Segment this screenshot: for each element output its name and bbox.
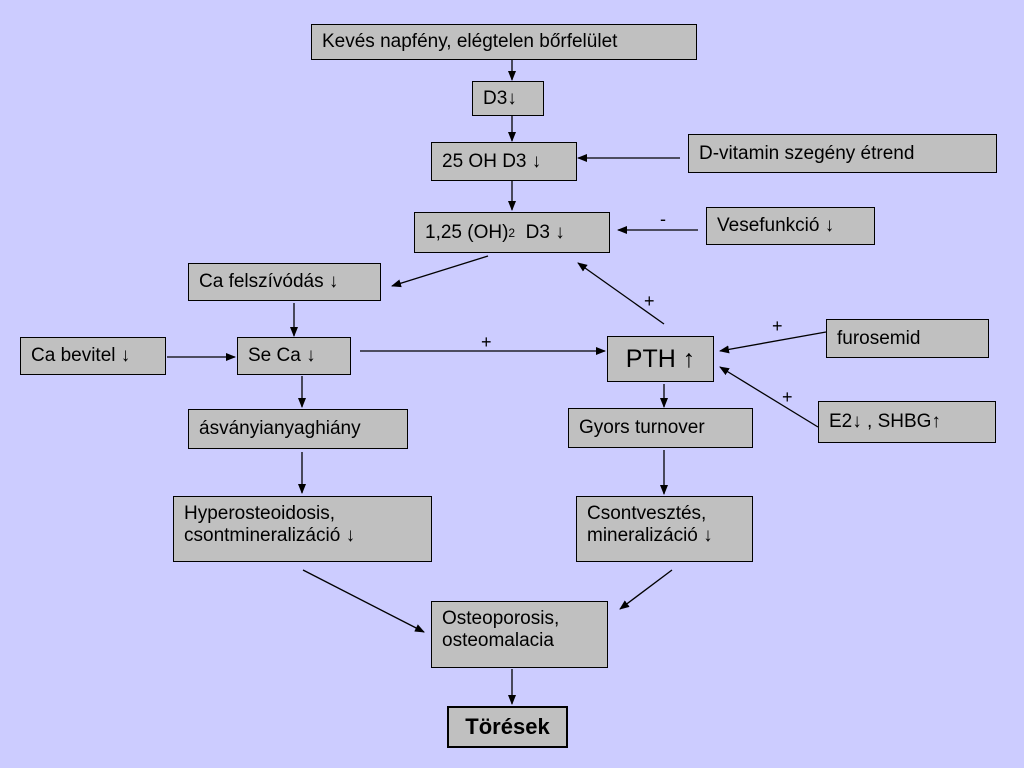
node-furosemid: furosemid <box>826 319 989 358</box>
node-e2-shbg: E2↓ , SHBG↑ <box>818 401 996 443</box>
node-1-25-oh2-d3-suffix: D3 ↓ <box>515 221 565 243</box>
node-1-25-oh2-d3: 1,25 (OH)2 D3 ↓ <box>414 212 610 253</box>
node-diet: D-vitamin szegény étrend <box>688 134 997 173</box>
node-hyperosteoidosis-line-1: Hyperosteoidosis, <box>184 503 336 524</box>
arrow-furosemid-to-pth <box>719 331 827 354</box>
node-ca-absorption: Ca felszívódás ↓ <box>188 263 381 301</box>
node-se-ca: Se Ca ↓ <box>237 337 351 375</box>
label-furosemid-stimulates: + <box>772 316 783 336</box>
label-pth-stimulates: + <box>644 291 655 311</box>
node-d3: D3↓ <box>472 81 544 116</box>
arrow-pth-to-oh2d3 <box>577 262 665 325</box>
arrow-oh2d3-to-ca-absorption <box>391 255 489 288</box>
node-pth: PTH ↑ <box>607 336 714 382</box>
node-sunlight: Kevés napfény, elégtelen bőrfelület <box>311 24 697 60</box>
node-fast-turnover: Gyors turnover <box>568 408 753 448</box>
node-kidney: Vesefunkció ↓ <box>706 207 875 245</box>
arrow-hyperosteoidosis-to-osteoporosis <box>302 569 425 633</box>
node-hyperosteoidosis: Hyperosteoidosis, csontmineralizáció ↓ <box>173 496 432 562</box>
node-25-oh-d3: 25 OH D3 ↓ <box>431 142 577 181</box>
label-e2-stimulates: + <box>782 387 793 407</box>
node-ca-intake: Ca bevitel ↓ <box>20 337 166 375</box>
node-osteoporosis-line-1: Osteoporosis, <box>442 608 560 629</box>
node-hyperosteoidosis-line-2: csontmineralizáció ↓ <box>184 525 356 546</box>
node-fractures: Törések <box>447 706 568 748</box>
node-osteoporosis-line-2: osteomalacia <box>442 630 554 651</box>
label-kidney-inhibits: - <box>660 209 666 229</box>
node-osteoporosis: Osteoporosis, osteomalacia <box>431 601 608 668</box>
node-1-25-oh2-d3-subscript: 2 <box>508 225 516 240</box>
node-1-25-oh2-d3-prefix: 1,25 (OH) <box>425 221 509 243</box>
node-bone-loss: Csontvesztés, mineralizáció ↓ <box>576 496 753 562</box>
label-seca-stimulates: + <box>481 332 492 352</box>
node-bone-loss-line-2: mineralizáció ↓ <box>587 525 713 546</box>
node-bone-loss-line-1: Csontvesztés, <box>587 503 707 524</box>
node-mineral-deficiency: ásványianyaghiány <box>188 409 408 449</box>
arrow-bone-loss-to-osteoporosis <box>619 569 673 610</box>
arrow-e2-to-pth <box>719 366 819 428</box>
